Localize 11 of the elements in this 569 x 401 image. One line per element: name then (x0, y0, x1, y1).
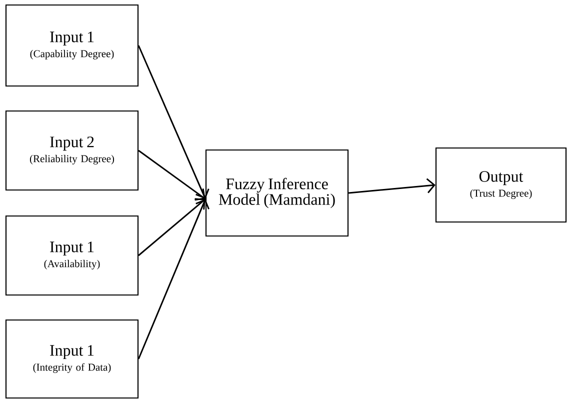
arrow (138, 45, 210, 199)
input-box: Input 1 (Availability) (5, 215, 139, 296)
output-box: Output (Trust Degree) (435, 147, 567, 223)
input-box: Input 1 (Capability Degree) (5, 4, 139, 87)
process-box: Fuzzy Inference Model (Mamdani) (205, 149, 349, 237)
input-box: Input 1 (Integrity of Data) (5, 319, 139, 399)
arrow (138, 150, 206, 201)
arrow (138, 198, 206, 256)
input-box: Input 2 (Reliability Degree) (5, 110, 139, 191)
arrow (348, 178, 436, 194)
arrow (138, 199, 210, 360)
